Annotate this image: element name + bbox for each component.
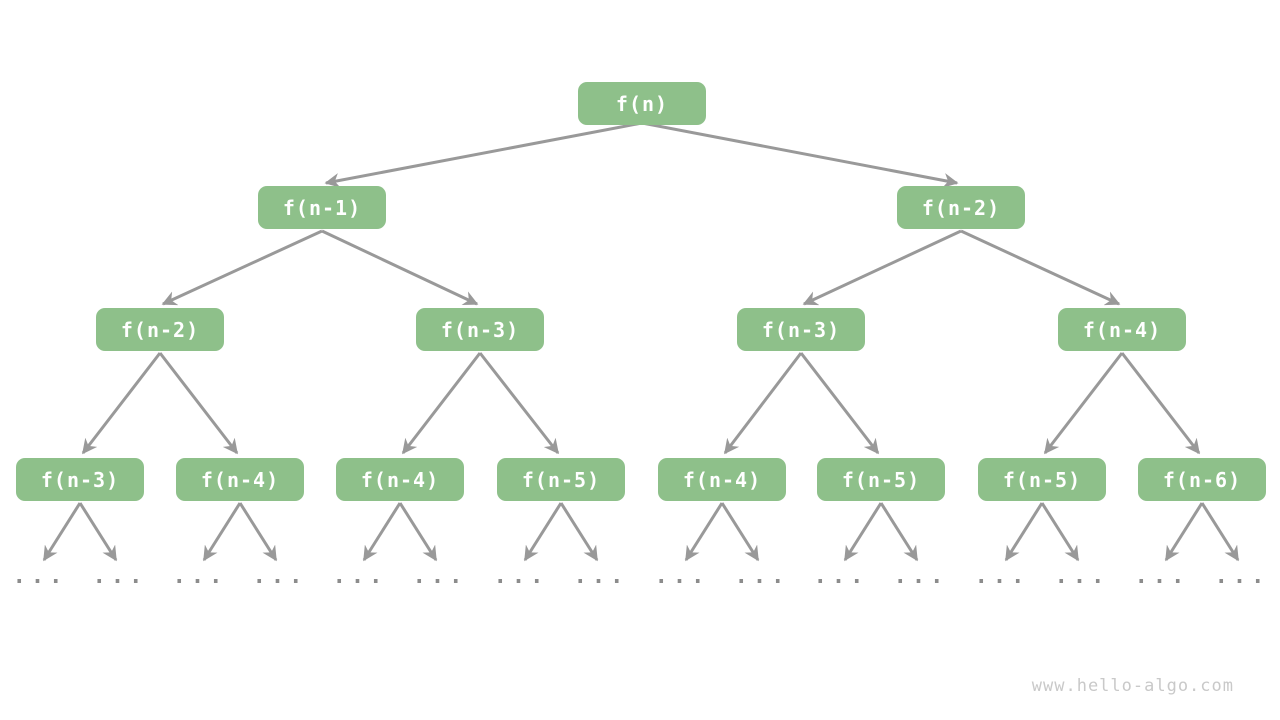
tree-node: f(n-6) <box>1138 458 1266 501</box>
ellipsis-leaf: ... <box>1214 564 1270 589</box>
tree-node-root: f(n) <box>578 82 706 125</box>
tree-node: f(n-4) <box>336 458 464 501</box>
ellipsis-leaf: ... <box>1134 564 1190 589</box>
ellipsis-leaf: ... <box>974 564 1030 589</box>
ellipsis-leaf: ... <box>493 564 549 589</box>
ellipsis-leaf: ... <box>1054 564 1110 589</box>
tree-node: f(n-5) <box>497 458 625 501</box>
watermark: www.hello-algo.com <box>1031 676 1234 696</box>
ellipsis-leaf: ... <box>654 564 710 589</box>
tree-node: f(n-1) <box>258 186 386 229</box>
ellipsis-leaf: ... <box>12 564 68 589</box>
tree-node: f(n-4) <box>1058 308 1186 351</box>
ellipsis-leaf: ... <box>734 564 790 589</box>
tree-node: f(n-4) <box>176 458 304 501</box>
ellipsis-leaf: ... <box>92 564 148 589</box>
tree-node: f(n-4) <box>658 458 786 501</box>
tree-node: f(n-3) <box>16 458 144 501</box>
tree-node: f(n-5) <box>817 458 945 501</box>
ellipsis-leaf: ... <box>252 564 308 589</box>
ellipsis-leaf: ... <box>573 564 629 589</box>
tree-node: f(n-2) <box>897 186 1025 229</box>
tree-node: f(n-3) <box>416 308 544 351</box>
ellipsis-leaf: ... <box>893 564 949 589</box>
ellipsis-leaf: ... <box>813 564 869 589</box>
tree-node: f(n-3) <box>737 308 865 351</box>
ellipsis-leaf: ... <box>332 564 388 589</box>
tree-node: f(n-2) <box>96 308 224 351</box>
tree-node: f(n-5) <box>978 458 1106 501</box>
ellipsis-leaf: ... <box>172 564 228 589</box>
ellipsis-leaf: ... <box>412 564 468 589</box>
